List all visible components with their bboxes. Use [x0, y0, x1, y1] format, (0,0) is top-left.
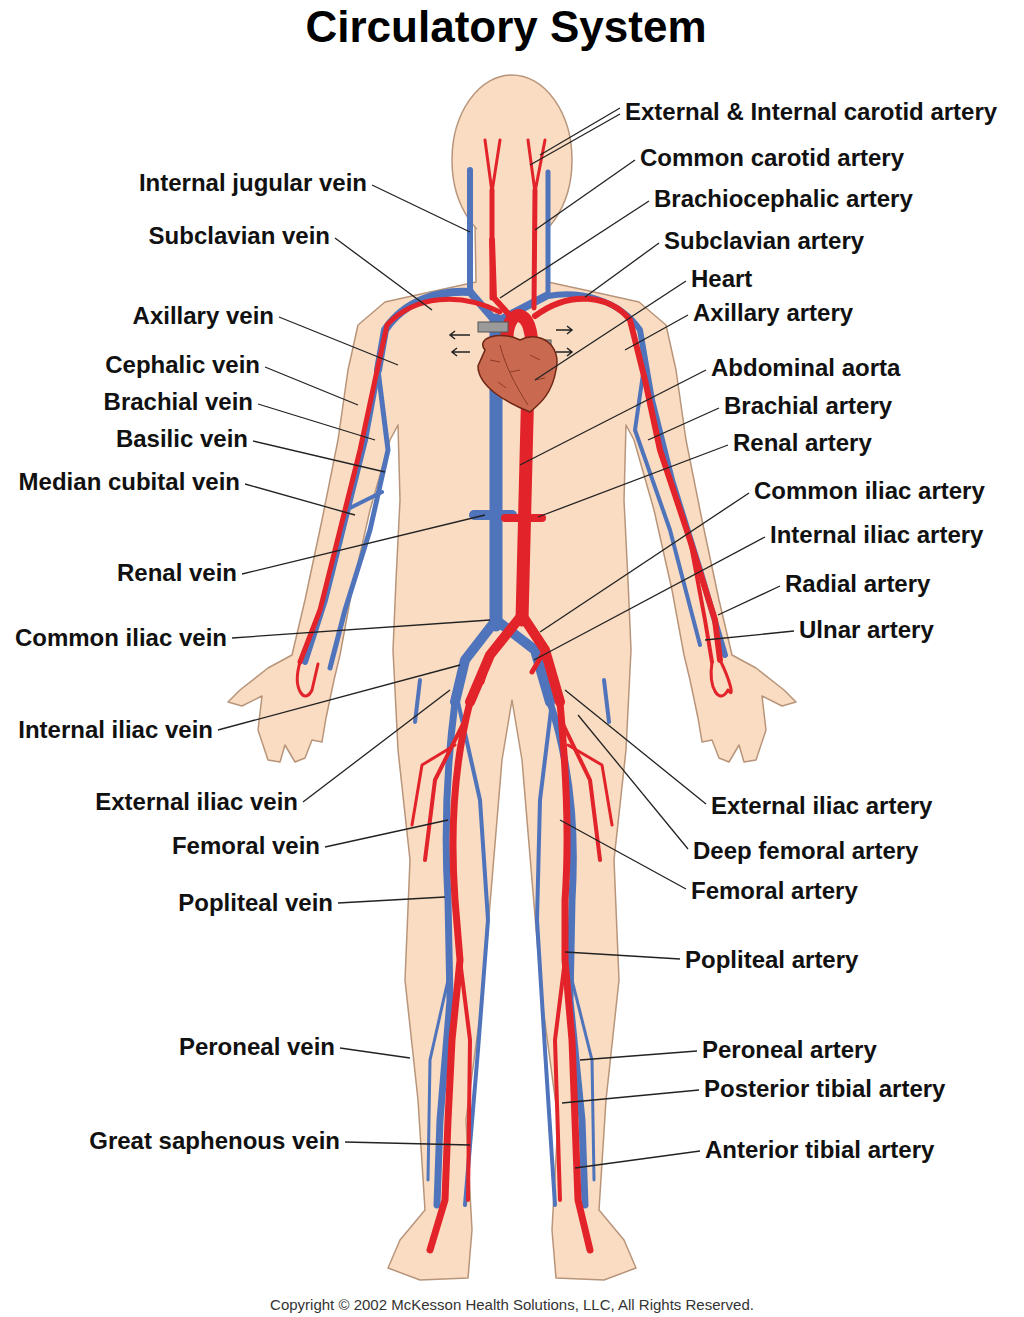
- part-label: Axillary artery: [693, 299, 853, 327]
- leader-lines-stroke: [279, 317, 398, 365]
- part-label: External iliac vein: [95, 788, 298, 816]
- part-label: Abdominal aorta: [711, 354, 900, 382]
- veins-stroke: [635, 360, 700, 645]
- arteries-stroke: [690, 540, 712, 662]
- part-label: Subclavian vein: [149, 222, 330, 250]
- part-label: Internal jugular vein: [139, 169, 367, 197]
- arteries-stroke: [297, 662, 318, 696]
- part-label: Renal vein: [117, 559, 237, 587]
- heart-texture: [490, 345, 545, 405]
- leader-lines-stroke: [565, 690, 706, 804]
- arteries-stroke: [425, 720, 465, 860]
- leader-lines-stroke: [340, 1048, 410, 1058]
- arteries-stroke: [412, 745, 455, 825]
- part-label: Median cubital vein: [19, 468, 240, 496]
- leader-lines-stroke: [538, 445, 728, 517]
- part-label: Internal iliac artery: [770, 521, 983, 549]
- part-label: External iliac artery: [711, 792, 932, 820]
- leader-lines-stroke: [534, 537, 765, 660]
- part-label: Cephalic vein: [105, 351, 260, 379]
- leader-lines-stroke: [258, 404, 375, 440]
- part-label: Deep femoral artery: [693, 837, 918, 865]
- part-label: Common iliac artery: [754, 477, 985, 505]
- part-label: Popliteal vein: [178, 889, 333, 917]
- body-outline: [228, 225, 796, 1280]
- heart-vessel: [478, 322, 508, 332]
- leader-lines-stroke: [718, 586, 780, 615]
- part-label: Common carotid artery: [640, 144, 904, 172]
- leader-lines-stroke: [648, 408, 719, 440]
- part-label: Renal artery: [733, 429, 872, 457]
- part-label: Heart: [691, 265, 752, 293]
- leader-lines-stroke: [500, 201, 649, 298]
- part-label: Anterior tibial artery: [705, 1136, 934, 1164]
- leader-lines-stroke: [560, 820, 686, 889]
- part-label: Internal iliac vein: [18, 716, 213, 744]
- arteries-stroke: [492, 240, 512, 318]
- part-label: Posterior tibial artery: [704, 1075, 945, 1103]
- arteries-stroke: [505, 514, 542, 522]
- leader-lines-stroke: [245, 484, 355, 515]
- leader-lines-stroke: [242, 515, 485, 574]
- leader-lines: [218, 108, 794, 1168]
- part-label: Basilic vein: [116, 425, 248, 453]
- part-label: Peroneal artery: [702, 1036, 877, 1064]
- leader-lines-stroke: [218, 665, 460, 730]
- part-label: Popliteal artery: [685, 946, 858, 974]
- leader-lines-stroke: [530, 108, 620, 165]
- leader-lines-stroke: [580, 1051, 697, 1060]
- leader-lines-stroke: [705, 631, 794, 640]
- arteries-stroke: [711, 660, 731, 696]
- part-label: Femoral artery: [691, 877, 858, 905]
- leader-lines-stroke: [585, 243, 659, 297]
- part-label: Peroneal vein: [179, 1033, 335, 1061]
- copyright-caption: Copyright © 2002 McKesson Health Solutio…: [270, 1296, 754, 1314]
- leader-lines-stroke: [253, 441, 385, 472]
- leader-lines-stroke: [335, 238, 432, 310]
- leader-lines-stroke: [338, 897, 445, 903]
- arteries-stroke: [300, 299, 500, 662]
- part-label: Subclavian artery: [664, 227, 864, 255]
- diagram-title: Circulatory System: [305, 2, 706, 52]
- leader-lines-stroke: [575, 1151, 700, 1168]
- veins-stroke: [604, 680, 609, 722]
- veins-stroke: [330, 370, 388, 668]
- part-label: Femoral vein: [172, 832, 320, 860]
- part-label: Common iliac vein: [15, 624, 227, 652]
- veins: [305, 170, 725, 1205]
- arteries-stroke: [485, 140, 545, 192]
- arteries-stroke: [535, 299, 720, 660]
- part-label: Brachial artery: [724, 392, 892, 420]
- part-label: Great saphenous vein: [89, 1127, 340, 1155]
- part-label: Brachial vein: [104, 388, 253, 416]
- veins-stroke: [546, 172, 551, 296]
- leader-lines-stroke: [578, 715, 688, 849]
- arteries-stroke: [492, 190, 535, 308]
- arteries-stroke: [568, 745, 612, 825]
- leader-lines-stroke: [265, 367, 358, 405]
- leader-lines-stroke: [345, 1142, 470, 1145]
- part-label: Radial artery: [785, 570, 930, 598]
- arteries-stroke: [460, 960, 470, 1200]
- arteries: [297, 140, 731, 1250]
- leader-lines-stroke: [232, 620, 490, 638]
- part-label: External & Internal carotid artery: [625, 98, 997, 126]
- part-label: Ulnar artery: [799, 616, 934, 644]
- leader-lines-stroke: [625, 315, 688, 350]
- leader-lines-stroke: [565, 952, 680, 959]
- leader-lines-stroke: [325, 820, 448, 847]
- leader-lines-stroke: [535, 281, 686, 380]
- arteries-stroke: [555, 960, 565, 1200]
- leader-lines-stroke: [372, 185, 470, 232]
- arteries-stroke: [482, 650, 545, 682]
- leader-lines-stroke: [520, 370, 706, 465]
- veins-stroke: [537, 702, 555, 1205]
- part-label: Axillary vein: [133, 302, 274, 330]
- leader-lines-stroke: [562, 1090, 699, 1103]
- part-label: Brachiocephalic artery: [654, 185, 913, 213]
- leader-lines-stroke: [303, 690, 450, 802]
- veins-stroke: [350, 492, 382, 508]
